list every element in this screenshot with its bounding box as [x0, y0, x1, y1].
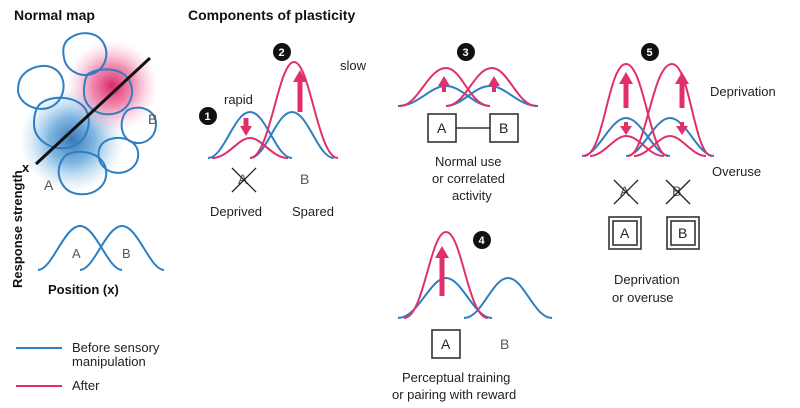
receptive-field-outline	[16, 65, 65, 110]
deprivation-label: Deprivation	[710, 84, 776, 99]
map-label-a: A	[44, 177, 54, 193]
legend: Before sensory manipulation After	[16, 340, 160, 393]
after-curve-b-expanded	[627, 62, 713, 157]
rapid-label: rapid	[224, 92, 253, 107]
panel-3-caption-2: or correlated	[432, 171, 505, 186]
panel-5: 5 Deprivation Overuse A B A B	[581, 43, 776, 305]
panel-4-label-b: B	[500, 336, 509, 352]
box-a	[431, 329, 461, 359]
spared-label: Spared	[292, 204, 334, 219]
curve-label-b: B	[122, 246, 131, 261]
panel-5-badge	[641, 43, 659, 61]
receptive-field-outline	[57, 150, 108, 196]
curve-label-a: A	[72, 246, 81, 261]
panel-1-2: 1 2 rapid slow A B Deprived Spared	[199, 43, 367, 219]
panel-5-caption-2: or overuse	[612, 290, 673, 305]
panel-2-badge	[273, 43, 291, 61]
legend-before-line2: manipulation	[72, 354, 146, 369]
after-curve-a-expanded	[583, 62, 669, 157]
panel-4-caption-2: or pairing with reward	[392, 387, 516, 402]
panel-3-caption-1: Normal use	[435, 154, 501, 169]
panel-4-label-a: A	[441, 336, 451, 352]
cross-out-a	[231, 167, 257, 193]
position-axis-line	[34, 56, 152, 166]
after-curve-b	[445, 66, 537, 107]
panel-3-label-a: A	[437, 120, 447, 136]
panel-1-badge	[199, 107, 217, 125]
panel-4: 4 A B Perceptual training or pairing wit…	[392, 230, 553, 402]
increase-arrowhead	[619, 72, 633, 84]
receptive-field-outline	[82, 68, 133, 116]
panel-1-label-b: B	[300, 171, 309, 187]
components-title: Components of plasticity	[188, 7, 355, 23]
double-box-b-inner	[670, 220, 696, 246]
decrease-arrowhead	[240, 126, 252, 136]
panel-4-caption-1: Perceptual training	[402, 370, 510, 385]
increase-arrowhead	[438, 76, 450, 86]
panel-3: 3 A B Normal use or correlated activity	[397, 43, 539, 203]
panel-1-number: 1	[205, 111, 211, 123]
response-curve-b	[79, 224, 165, 271]
legend-after-label: After	[72, 378, 100, 393]
receptive-field-outline	[120, 106, 158, 144]
panel-3-number: 3	[463, 47, 469, 59]
after-curve-a-reduced	[589, 134, 665, 157]
legend-before-line1: Before sensory	[72, 340, 160, 355]
map-label-b: B	[148, 111, 157, 127]
panel-2-number: 2	[279, 47, 285, 59]
panel-3-badge	[457, 43, 475, 61]
before-curve-b	[249, 110, 335, 159]
receptive-field-outline	[32, 96, 90, 150]
after-curve-a	[211, 136, 289, 159]
panel-5-caption-1: Deprivation	[614, 272, 680, 287]
y-axis-label: Response strength	[10, 170, 25, 288]
before-curve-b	[463, 276, 553, 319]
increase-arrowhead	[488, 76, 500, 86]
normal-map-title: Normal map	[14, 7, 95, 23]
before-curve-b	[625, 116, 715, 157]
after-curve-b-reduced	[633, 134, 707, 157]
overuse-label: Overuse	[712, 164, 761, 179]
increase-arrowhead	[293, 70, 307, 82]
before-curve-a	[581, 116, 671, 157]
response-curve-a	[37, 224, 123, 271]
panel-5-label-b: B	[678, 225, 687, 241]
cross-out-b	[665, 179, 691, 205]
after-curve-b	[249, 60, 339, 159]
deprived-label: Deprived	[210, 204, 262, 219]
after-curve-a	[403, 230, 489, 319]
x-axis-label: Position (x)	[48, 282, 119, 297]
increase-arrowhead	[435, 246, 449, 258]
double-box-a-inner	[612, 220, 638, 246]
after-curve-a	[399, 66, 491, 107]
receptive-field-b-blob	[66, 40, 158, 132]
panel-3-caption-3: activity	[452, 188, 492, 203]
cross-out-a	[613, 179, 639, 205]
increase-arrowhead	[675, 72, 689, 84]
receptive-field-outline	[62, 32, 108, 76]
box-b	[489, 113, 519, 143]
panel-4-number: 4	[479, 235, 486, 247]
panel-5-number: 5	[647, 47, 653, 59]
slow-label: slow	[340, 58, 367, 73]
panel-4-badge	[473, 231, 491, 249]
normal-map: x A B	[16, 32, 158, 196]
before-curve-a	[207, 110, 293, 159]
decrease-arrowhead	[620, 126, 632, 135]
panel-3-label-b: B	[499, 120, 508, 136]
normal-response-curves: A B Response strength Position (x)	[10, 170, 165, 297]
map-label-x: x	[22, 160, 30, 175]
panel-5-label-a: A	[620, 225, 630, 241]
decrease-arrowhead	[676, 126, 688, 135]
